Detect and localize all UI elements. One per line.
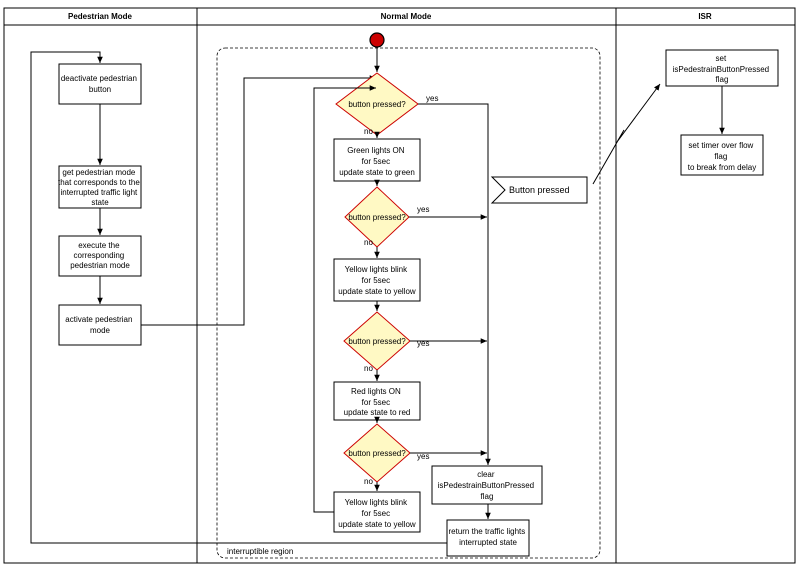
svg-text:yes: yes — [417, 205, 429, 214]
pedestrian-flow-edges — [30, 51, 447, 544]
svg-text:yes: yes — [417, 339, 429, 348]
interruptible-region-label: interruptible region — [227, 547, 293, 556]
svg-text:button pressed?: button pressed? — [348, 213, 406, 222]
activate-mode-node: activate pedestrian mode — [58, 304, 142, 346]
svg-text:no: no — [364, 364, 373, 373]
svg-text:no: no — [364, 477, 373, 486]
normal-flow-edges — [313, 47, 661, 519]
execute-mode-node: execute the corresponding pedestrian mod… — [58, 235, 142, 277]
clear-flag-node: clear isPedestrainButtonPressed flag — [431, 465, 543, 505]
branch-labels: yes no yes no yes no yes no — [364, 94, 438, 486]
lane-title-pedestrian: Pedestrian Mode — [68, 12, 133, 21]
svg-text:Yellow lights blink for: Yellow lights blink for 5sec update stat… — [338, 498, 416, 529]
return-state-node: return the traffic lights interrupted st… — [446, 519, 530, 557]
svg-text:no: no — [364, 238, 373, 247]
interruptible-region — [216, 47, 601, 559]
svg-text:return the traffic lights: return the traffic lights interrupted st… — [448, 527, 527, 547]
lane-title-normal: Normal Mode — [381, 12, 432, 21]
svg-text:get pedestrian mode that: get pedestrian mode that corresponds to … — [58, 168, 142, 207]
start-node — [369, 32, 385, 48]
deactivate-button-node: deactivate pedestrian button — [58, 63, 142, 105]
svg-text:yes: yes — [417, 452, 429, 461]
svg-text:Yellow lights blink for: Yellow lights blink for 5sec update stat… — [338, 265, 416, 296]
yellow-lights-node-1: Yellow lights blink for 5sec update stat… — [333, 258, 421, 302]
svg-text:clear isPedestrainButton: clear isPedestrainButtonPressed flag — [438, 470, 537, 501]
lane-title-isr: ISR — [698, 12, 712, 21]
svg-text:Red lights ON for 5sec: Red lights ON for 5sec update state to r… — [344, 387, 411, 417]
get-pedestrian-mode-node: get pedestrian mode that corresponds to … — [58, 165, 142, 209]
svg-text:deactivate pedestrian bu: deactivate pedestrian button — [61, 74, 139, 94]
svg-text:set isPedestrainButtonPr: set isPedestrainButtonPressed flag — [673, 54, 772, 84]
svg-text:Green lights ON for 5sec: Green lights ON for 5sec update state to… — [339, 146, 415, 177]
set-flag-node: set isPedestrainButtonPressed flag — [665, 49, 779, 87]
set-timer-node: set timer over flow flag to break from d… — [680, 134, 764, 176]
svg-text:execute the correspondin: execute the corresponding pedestrian mod… — [70, 241, 130, 270]
svg-text:Button pressed: Button pressed — [509, 185, 570, 195]
svg-text:activate pedestrian mode: activate pedestrian mode — [65, 315, 134, 335]
svg-text:set timer over flow flag: set timer over flow flag to break from d… — [688, 141, 756, 172]
svg-text:no: no — [364, 127, 373, 136]
svg-text:button pressed?: button pressed? — [348, 100, 406, 109]
svg-text:yes: yes — [426, 94, 438, 103]
svg-text:button pressed?: button pressed? — [348, 449, 406, 458]
svg-text:button pressed?: button pressed? — [348, 337, 406, 346]
yellow-lights-node-2: Yellow lights blink for 5sec update stat… — [333, 491, 421, 533]
button-pressed-signal: Button pressed — [490, 176, 588, 204]
green-lights-node: Green lights ON for 5sec update state to… — [333, 138, 421, 182]
red-lights-node: Red lights ON for 5sec update state to r… — [333, 381, 421, 421]
